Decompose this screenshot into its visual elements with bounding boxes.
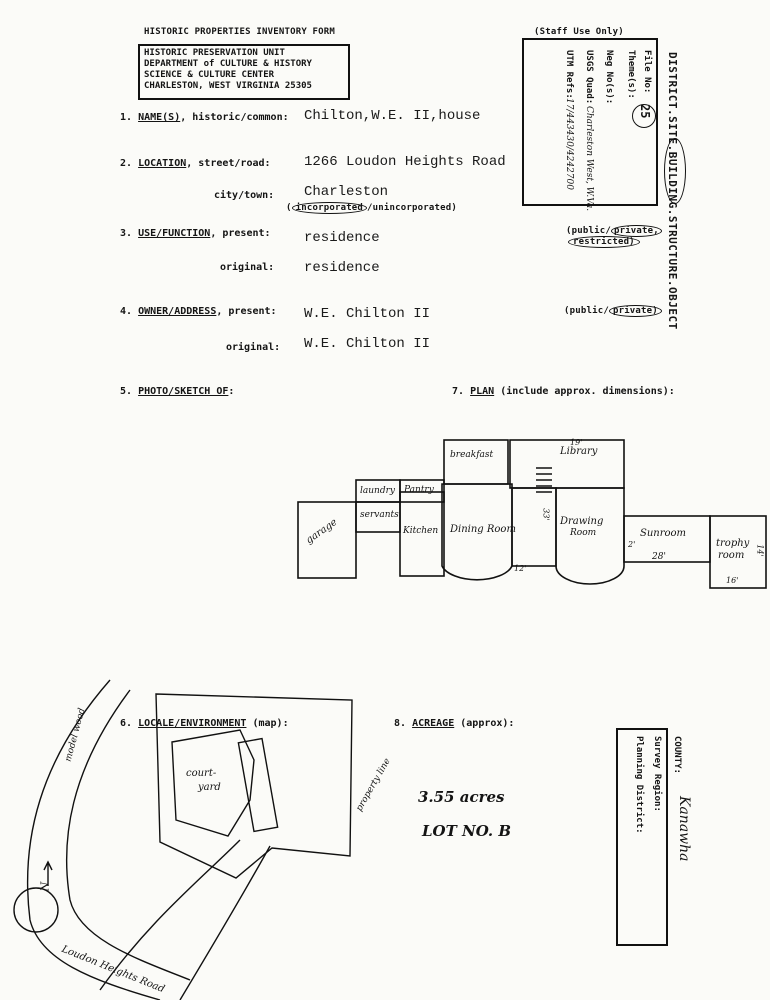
plan-dim-2: 2' xyxy=(628,540,636,549)
map-courtyard xyxy=(171,729,255,837)
acreage-value[interactable]: 3.55 acres xyxy=(418,788,505,806)
agency-line: HISTORIC PRESERVATION UNIT xyxy=(144,48,285,58)
plan-dim-16: 16' xyxy=(726,576,739,585)
plan-room-garage xyxy=(297,501,357,579)
city-label: city/town: xyxy=(214,190,275,201)
usgs-quad-value[interactable]: Charleston West, W.Va. xyxy=(584,106,594,212)
file-no-circle xyxy=(632,104,656,128)
field-use-label: 3. USE/FUNCTION, present: xyxy=(120,228,271,239)
plan-room-kitchen xyxy=(399,491,445,577)
floor-plan xyxy=(297,439,767,589)
lot-number[interactable]: LOT NO. B xyxy=(422,822,512,840)
plan-label-laundry: laundry xyxy=(360,486,395,496)
usgs-quad-label: USGS Quad: xyxy=(584,50,594,105)
plan-label-kitchen: Kitchen xyxy=(403,526,439,536)
building-circle xyxy=(664,138,686,204)
plan-room-breakfast xyxy=(443,439,509,485)
utm-refs-label: UTM Refs: xyxy=(564,50,574,99)
restricted-option: restricted) xyxy=(568,236,640,248)
plan-stairs xyxy=(536,467,552,493)
north-arrow xyxy=(43,860,53,886)
neg-no-label: Neg No(s): xyxy=(604,50,614,105)
owner-original-label: original: xyxy=(226,342,281,353)
plan-label-breakfast: breakfast xyxy=(450,450,494,460)
name-value[interactable]: Chilton,W.E. II,house xyxy=(304,108,481,124)
locale-map xyxy=(13,679,353,1000)
survey-region-label: Survey Region: xyxy=(652,736,662,812)
field-location-label: 2. LOCATION, street/road: xyxy=(120,158,271,169)
field-photo-label: 5. PHOTO/SKETCH OF: xyxy=(120,386,235,397)
field-plan-label: 7. PLAN (include approx. dimensions): xyxy=(452,386,675,397)
use-original-value[interactable]: residence xyxy=(304,260,380,276)
plan-label-drawing-1: Drawing xyxy=(560,516,604,527)
field-acreage-label: 8. ACREAGE (approx): xyxy=(394,718,515,729)
field-locale-label: 6. LOCALE/ENVIRONMENT (map): xyxy=(120,718,289,729)
incorporation-options: (incorporated/unincorporated) xyxy=(286,202,457,214)
file-no-label: File No: xyxy=(642,50,652,94)
county-label: COUNTY: xyxy=(672,736,682,774)
agency-line: DEPARTMENT of CULTURE & HISTORY xyxy=(144,59,312,69)
map-property-line xyxy=(155,693,353,879)
use-ownership-options: (public/private, xyxy=(566,225,662,237)
county-value[interactable]: Kanawha xyxy=(676,796,692,862)
plan-dim-19: 19' xyxy=(570,438,583,447)
plan-label-trophy-2: room xyxy=(718,550,745,561)
owner-present-value[interactable]: W.E. Chilton II xyxy=(304,306,431,322)
use-present-value[interactable]: residence xyxy=(304,230,380,246)
plan-room-pantry xyxy=(399,479,445,503)
map-label-court-2: yard xyxy=(198,782,221,793)
plan-room-sunroom xyxy=(623,515,711,563)
map-driveway xyxy=(99,839,271,1000)
map-north-label: N xyxy=(38,881,52,892)
themes-label: Theme(s): xyxy=(626,50,636,99)
plan-label-drawing-2: Room xyxy=(570,528,597,538)
field-name-label: 1. NAME(S), historic/common: xyxy=(120,112,289,123)
agency-line: SCIENCE & CULTURE CENTER xyxy=(144,70,275,80)
plan-dim-14: 14' xyxy=(755,544,765,557)
map-road xyxy=(26,679,191,1000)
plan-label-sunroom: Sunroom xyxy=(640,528,687,539)
plan-label-pantry: Pantry xyxy=(404,485,434,495)
field-owner-label: 4. OWNER/ADDRESS, present: xyxy=(120,306,277,317)
plan-label-dining: Dining Room xyxy=(450,524,516,535)
plan-room-drawing xyxy=(555,487,625,585)
staff-use-label: (Staff Use Only) xyxy=(534,27,624,37)
county-box: Survey Region: Planning District: xyxy=(616,728,668,946)
plan-dim-12: 12' xyxy=(514,564,527,573)
utm-refs-value[interactable]: 17/443430/4242700 xyxy=(564,98,574,190)
street-value[interactable]: 1266 Loudon Heights Road xyxy=(304,154,506,170)
plan-label-servants: servants xyxy=(360,510,399,520)
owner-original-value[interactable]: W.E. Chilton II xyxy=(304,336,431,352)
planning-district-label: Planning District: xyxy=(634,736,644,834)
form-title: HISTORIC PROPERTIES INVENTORY FORM xyxy=(144,27,336,37)
plan-dim-28: 28' xyxy=(652,552,666,562)
agency-line: CHARLESTON, WEST VIRGINIA 25305 xyxy=(144,81,312,91)
map-label-court-1: court- xyxy=(186,768,217,779)
plan-label-trophy-1: trophy xyxy=(716,538,750,549)
city-value[interactable]: Charleston xyxy=(304,184,389,200)
plan-room-trophy xyxy=(709,515,767,589)
map-house xyxy=(237,737,279,833)
plan-room-dining xyxy=(441,483,513,581)
map-turnaround xyxy=(13,887,59,933)
plan-label-library: Library xyxy=(560,446,598,457)
plan-stair-hall xyxy=(511,487,557,567)
use-original-label: original: xyxy=(220,262,275,273)
agency-address-box: HISTORIC PRESERVATION UNIT DEPARTMENT of… xyxy=(138,44,350,100)
plan-dim-33: 33' xyxy=(541,508,551,521)
owner-ownership-options: (public/private) xyxy=(564,305,662,317)
